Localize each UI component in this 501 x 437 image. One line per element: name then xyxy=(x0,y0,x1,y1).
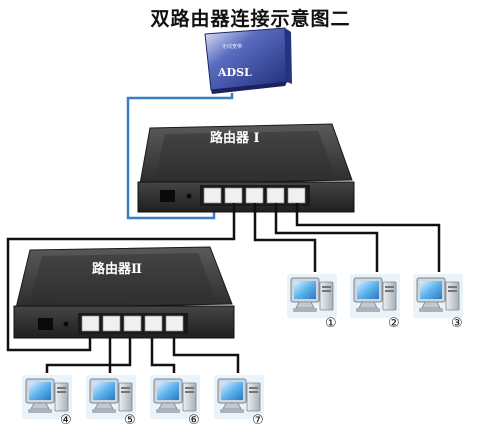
diagram-title: 双路由器连接示意图二 xyxy=(150,8,351,30)
router-1: 路由器 I xyxy=(137,123,355,213)
computer-1-number: ① xyxy=(325,316,337,331)
adsl-modem: 无线宽带 ADSL xyxy=(204,27,292,94)
lan-cables xyxy=(6,203,441,373)
router-2-label: 路由器Ⅱ xyxy=(92,261,142,277)
computer-5: ⑤ xyxy=(85,374,137,428)
modem-label: ADSL xyxy=(217,66,252,79)
router-2-reset-hole xyxy=(63,321,69,327)
router-2-ports xyxy=(81,315,184,332)
router-1-reset-hole xyxy=(186,193,192,199)
computer-4: ④ xyxy=(21,374,73,428)
computer-4-number: ④ xyxy=(60,413,72,428)
computer-3: ③ xyxy=(412,273,464,331)
router-2: 路由器Ⅱ xyxy=(13,246,235,339)
computer-5-number: ⑤ xyxy=(124,413,136,428)
computer-7: ⑦ xyxy=(213,374,265,428)
computer-6: ⑥ xyxy=(149,374,201,428)
modem-brand-text: 无线宽带 xyxy=(222,43,242,50)
router-2-power-port xyxy=(38,318,53,330)
router-1-ports xyxy=(203,187,306,204)
wan-cable xyxy=(126,93,234,220)
computer-2: ② xyxy=(349,273,401,331)
computer-3-number: ③ xyxy=(451,316,463,331)
router-1-power-port xyxy=(160,190,175,202)
computer-2-number: ② xyxy=(388,316,400,331)
computer-7-number: ⑦ xyxy=(252,413,264,428)
computer-6-number: ⑥ xyxy=(188,413,200,428)
router-1-label: 路由器 I xyxy=(210,130,260,146)
computer-1: ① xyxy=(286,273,338,331)
